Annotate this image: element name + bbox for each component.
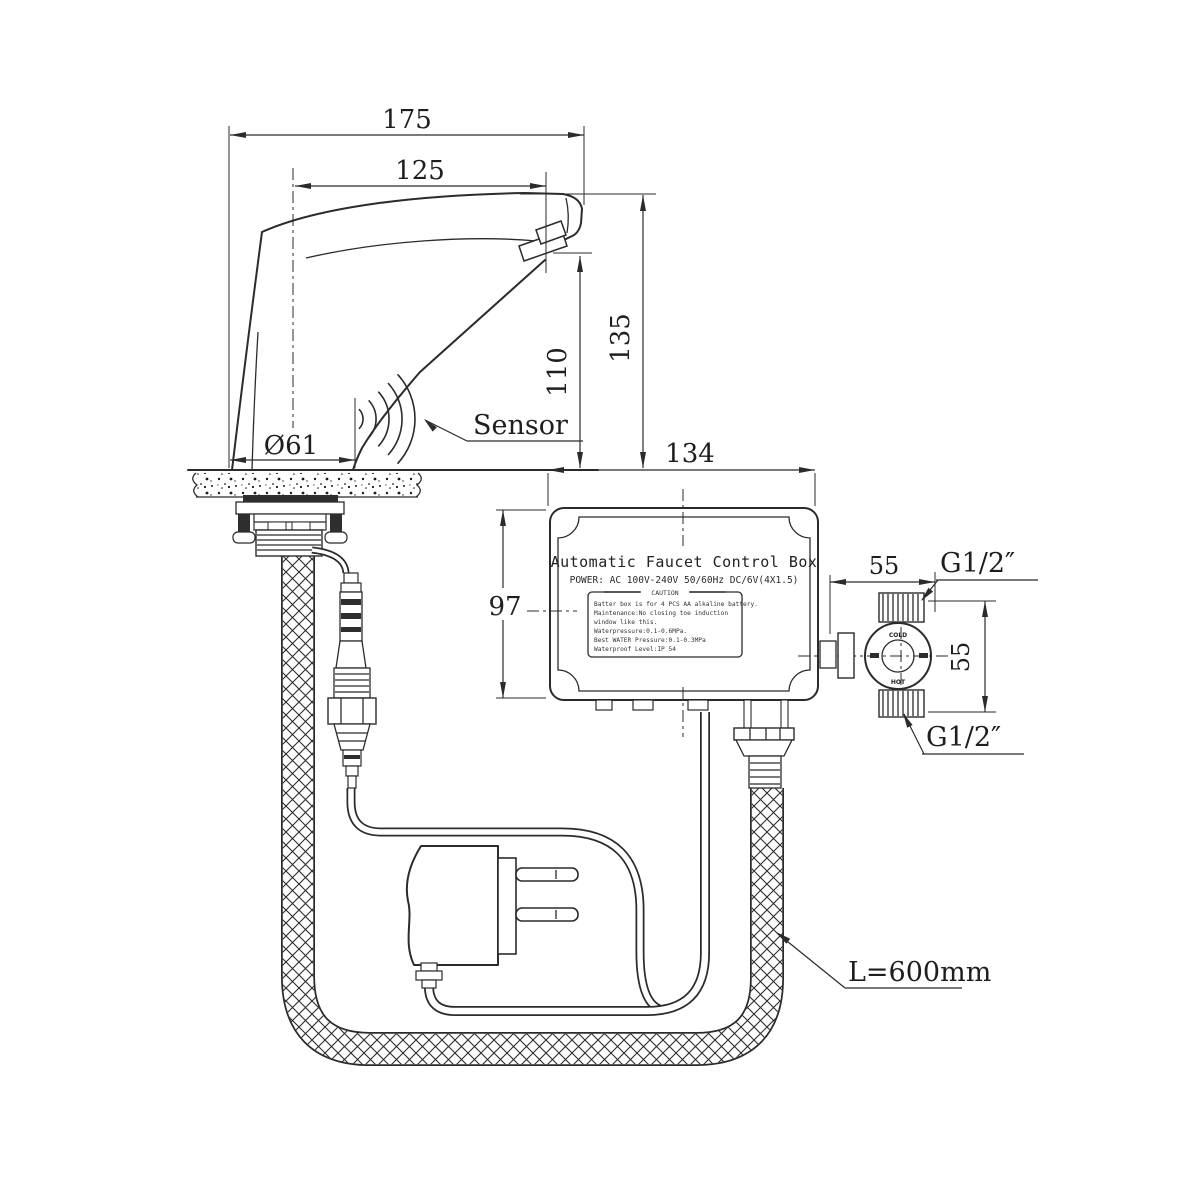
dimension-134: 134 xyxy=(547,439,816,506)
power-adapter xyxy=(405,845,579,989)
control-box: Automatic Faucet Control Box POWER: AC 1… xyxy=(527,489,819,789)
thread-label-bottom: G1/2″ xyxy=(903,713,1024,755)
hose-length-label: L=600mm xyxy=(776,932,991,989)
caution-title: CAUTION xyxy=(651,589,678,597)
dim-spout-reach: 125 xyxy=(395,156,445,186)
plug-prongs xyxy=(515,867,579,922)
threaded-shank xyxy=(255,529,323,557)
dimension-base-diameter: Ø61 xyxy=(230,398,356,468)
valve-thread-top xyxy=(878,592,925,623)
caution-line-3: window like this. xyxy=(594,619,657,626)
faucet-body xyxy=(231,168,583,471)
dim-box-width: 134 xyxy=(665,439,715,469)
sensor-cable xyxy=(346,788,664,1015)
caution-line-6: Waterproof Level:IP 54 xyxy=(594,646,676,653)
caution-line-5: Best WATER Pressure:0.1-0.3MPa xyxy=(594,637,706,644)
control-box-power-rating: POWER: AC 100V-240V 50/60Hz DC/6V(4X1.5) xyxy=(570,575,799,586)
valve-cold-label: COLD xyxy=(889,632,907,639)
dim-base-diameter: Ø61 xyxy=(264,431,318,461)
caution-panel: CAUTION Batter box is for 4 PCS AA alkal… xyxy=(587,588,758,658)
thread-size-bottom: G1/2″ xyxy=(926,722,1001,753)
dim-valve-offset-v: 55 xyxy=(947,642,975,673)
hose-outlet-fitting xyxy=(733,699,795,789)
dimension-125: 125 xyxy=(295,156,547,273)
dimension-55-vertical: 55 xyxy=(928,600,996,713)
caution-line-2: Maintenance:No closing toe induction xyxy=(594,610,728,617)
sensor-waves-icon xyxy=(358,374,416,464)
sensor-text: Sensor xyxy=(473,410,568,441)
caution-line-1: Batter box is for 4 PCS AA alkaline batt… xyxy=(594,601,758,608)
thread-size-top: G1/2″ xyxy=(940,548,1015,579)
mixing-valve: COLD HOT xyxy=(798,592,950,718)
box-feet xyxy=(595,699,709,711)
dimension-175: 175 xyxy=(228,105,585,468)
dim-spout-height: 110 xyxy=(543,347,573,397)
aerator xyxy=(518,220,568,262)
dimension-55-horizontal: 55 xyxy=(829,552,936,634)
dimension-110: 110 xyxy=(543,252,592,468)
thread-label-top: G1/2″ xyxy=(921,548,1038,601)
dimension-135: 135 xyxy=(520,193,656,468)
braided-hose xyxy=(281,556,784,1066)
dim-total-length: 175 xyxy=(382,105,432,135)
hose-length-text: L=600mm xyxy=(848,957,991,988)
dimension-97: 97 xyxy=(487,509,546,699)
valve-hot-label: HOT xyxy=(891,679,906,686)
faucet-mounting xyxy=(232,495,350,574)
dim-total-height: 135 xyxy=(606,313,636,363)
control-box-title: Automatic Faucet Control Box xyxy=(551,553,818,571)
power-cable xyxy=(424,712,710,1016)
valve-thread-bottom xyxy=(878,689,925,718)
caution-line-4: Waterpressure:0.1-0.6MPa. xyxy=(594,628,687,635)
sensor-label: Sensor xyxy=(424,410,583,442)
countertop xyxy=(187,469,599,498)
dim-box-height: 97 xyxy=(488,592,521,622)
dim-valve-offset-h: 55 xyxy=(869,552,900,580)
cable-connector xyxy=(327,572,377,789)
